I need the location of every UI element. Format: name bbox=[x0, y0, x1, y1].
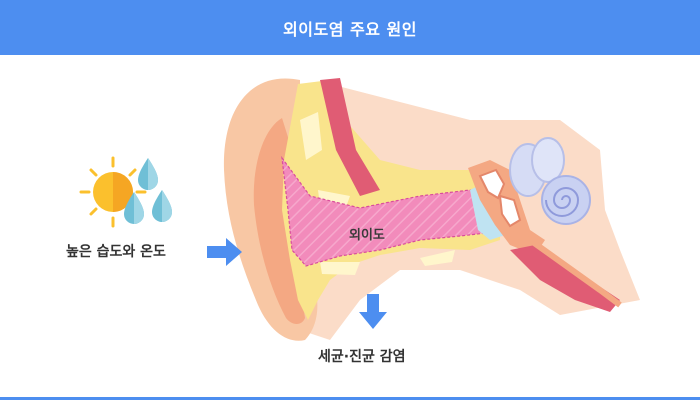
cochlea-spiral bbox=[545, 187, 580, 217]
semicircular-canal bbox=[531, 137, 565, 183]
header-bar: 외이도염 주요 원인 bbox=[0, 0, 700, 55]
ossicles bbox=[478, 168, 506, 200]
cartilage-highlight bbox=[420, 250, 455, 266]
eustachian-tube-edge bbox=[504, 229, 622, 308]
pinna-inner bbox=[253, 118, 305, 324]
page-title: 외이도염 주요 원인 bbox=[283, 19, 417, 39]
water-drop-icon bbox=[124, 158, 172, 224]
arrow-down-icon bbox=[359, 294, 387, 329]
ear-canal bbox=[281, 155, 496, 267]
eustachian-tube bbox=[510, 245, 620, 312]
cartilage-highlight bbox=[320, 262, 360, 275]
vessel-upper bbox=[320, 78, 380, 196]
ossicles bbox=[498, 194, 522, 228]
infection-label: 세균·진균 감염 bbox=[318, 349, 406, 365]
arrow-right-icon bbox=[207, 238, 242, 266]
bottom-rule bbox=[0, 397, 700, 400]
ear-canal-label: 외이도 bbox=[349, 228, 385, 243]
cochlea bbox=[541, 175, 591, 225]
cartilage-highlight bbox=[300, 112, 322, 160]
cause-label: 높은 습도와 온도 bbox=[66, 244, 166, 260]
